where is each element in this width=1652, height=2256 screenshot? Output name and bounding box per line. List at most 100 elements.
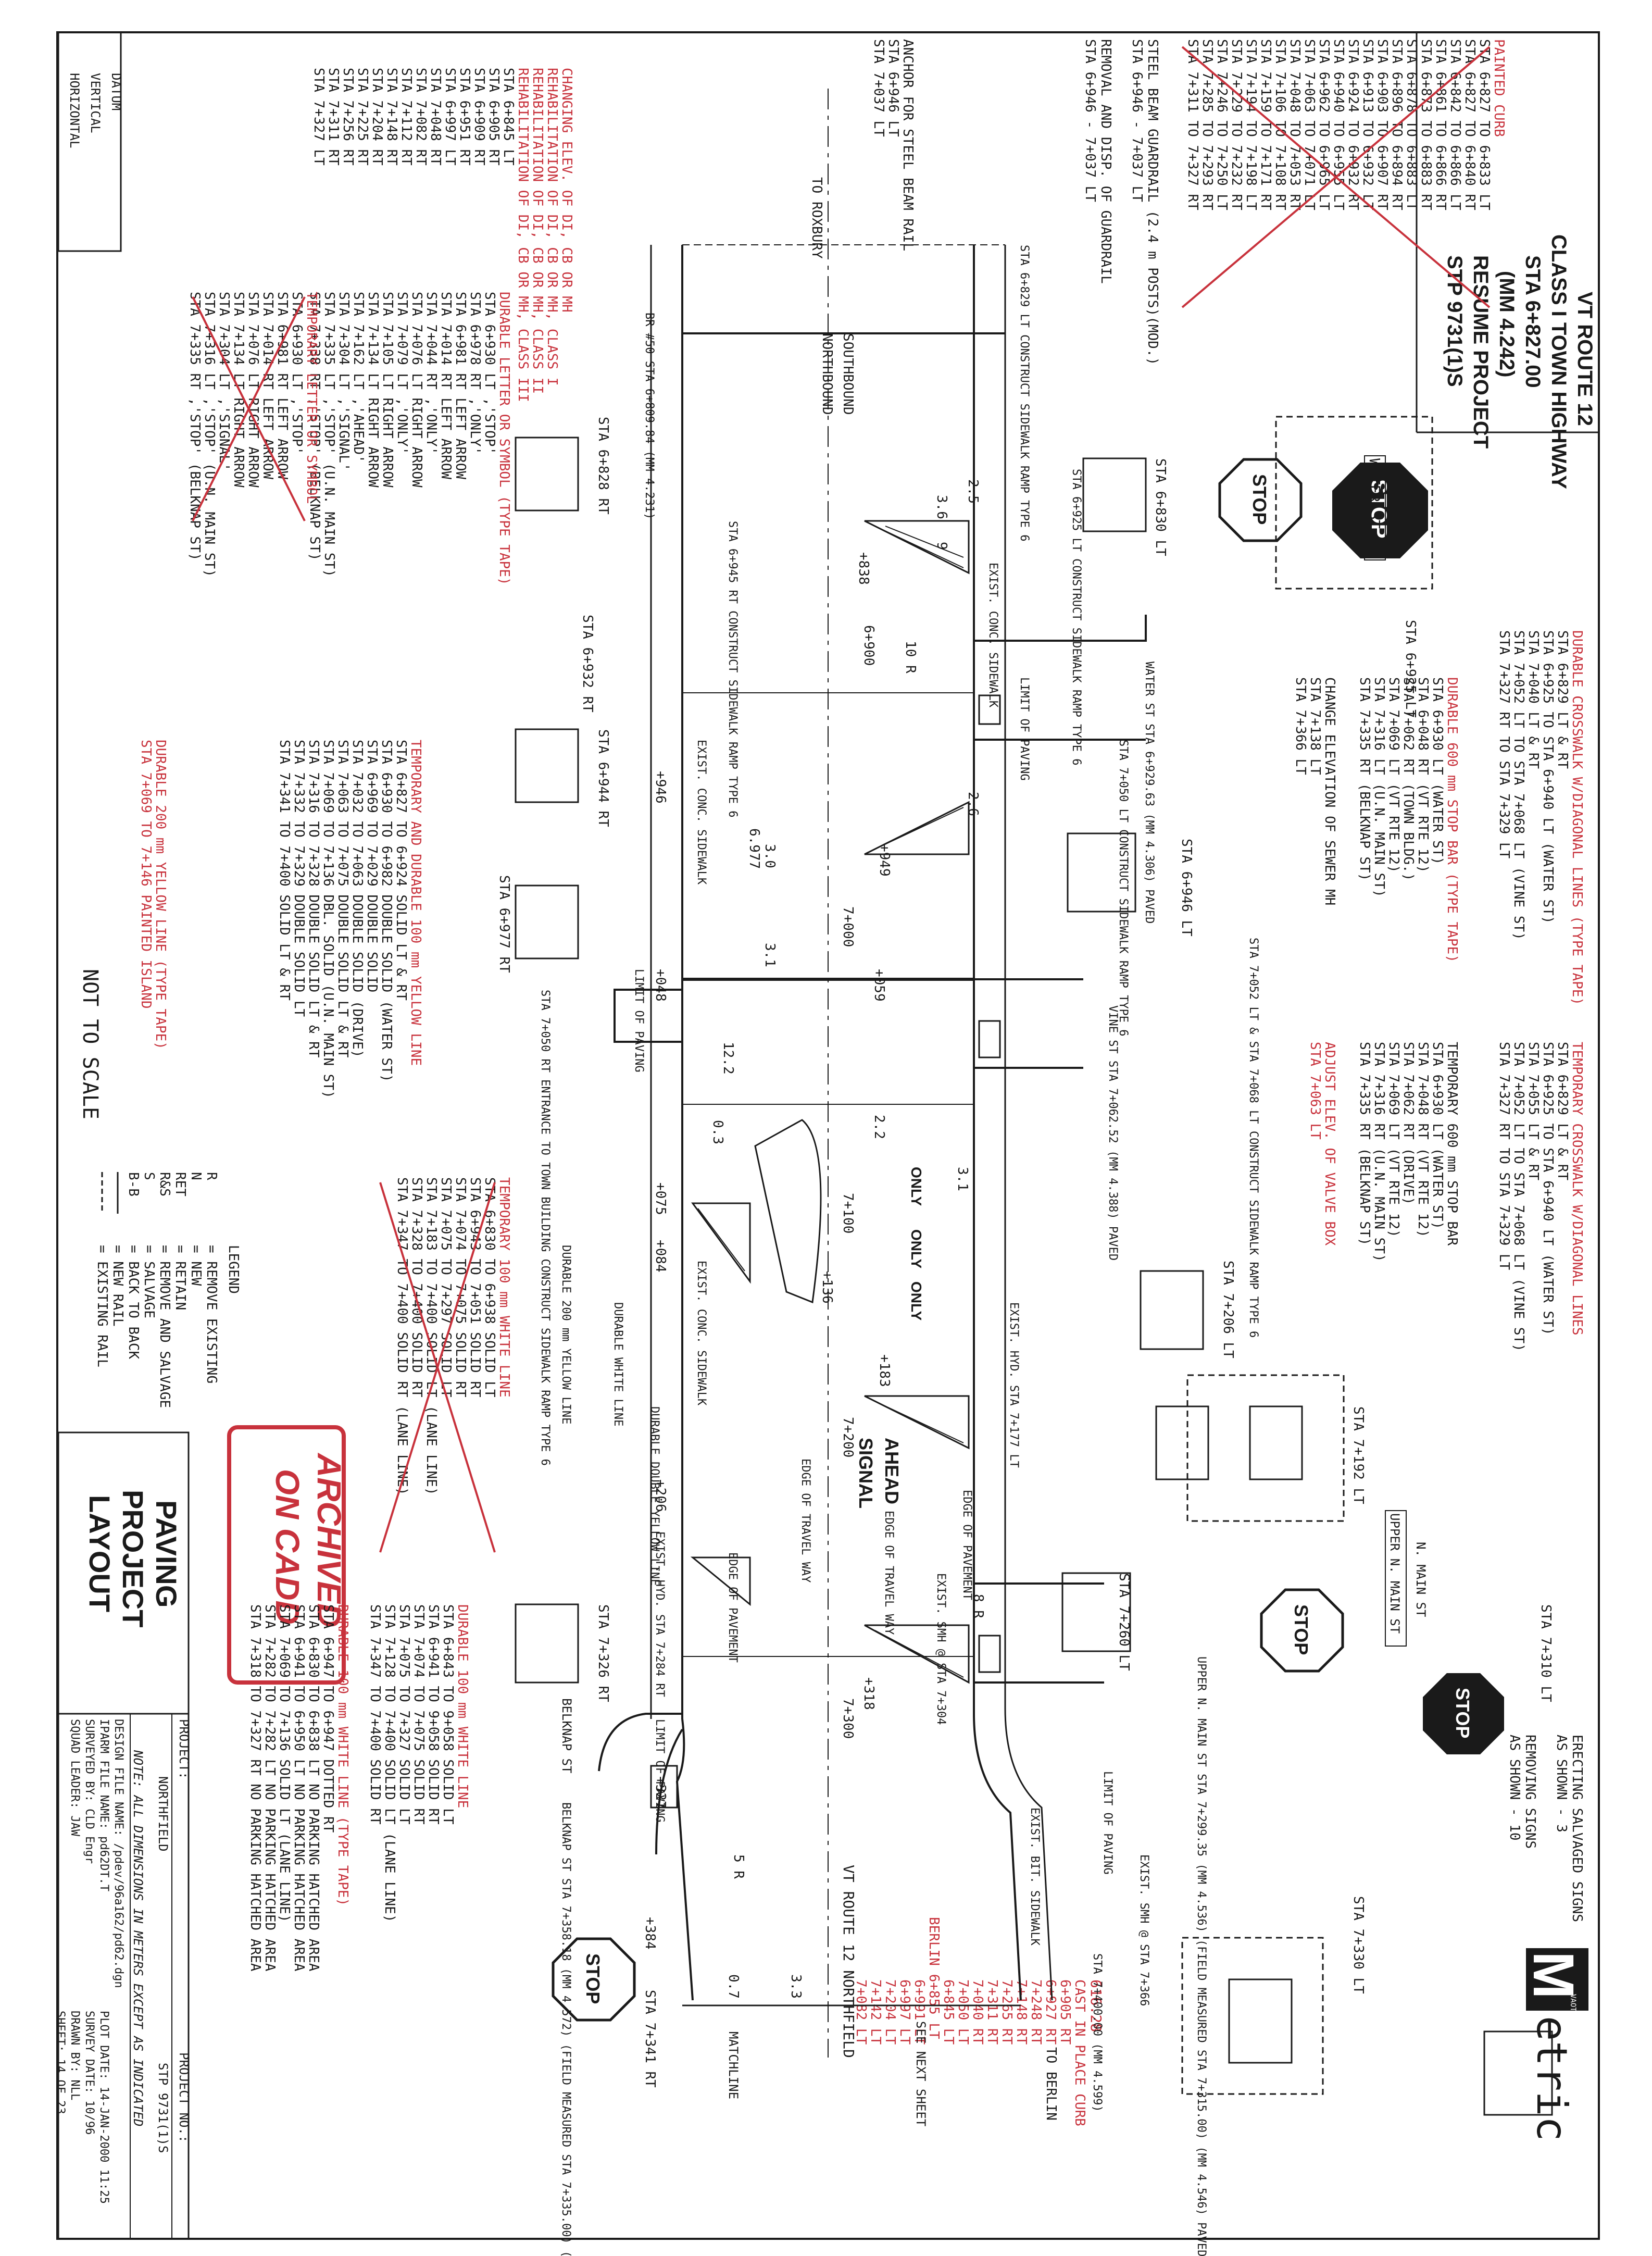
svg-text:STA 7+316 TO 7+328 DOUBLE SOLI: STA 7+316 TO 7+328 DOUBLE SOLID LT & RT bbox=[306, 740, 321, 1058]
svg-text:STA 7+206 LT: STA 7+206 LT bbox=[1220, 1261, 1236, 1358]
svg-text:+084: +084 bbox=[653, 1240, 668, 1273]
svg-text:STA 6+827 TO 6+924 SOLID LT &: STA 6+827 TO 6+924 SOLID LT & RT bbox=[393, 740, 409, 1001]
svg-text:DURABLE LETTER OR SYMBOL (TYPE: DURABLE LETTER OR SYMBOL (TYPE TAPE) bbox=[496, 292, 512, 585]
svg-text:STA 7+048 RT: STA 7+048 RT bbox=[428, 68, 443, 166]
svg-text:STA 7+052 LT & STA 7+068 LT CO: STA 7+052 LT & STA 7+068 LT CONSTRUCT SI… bbox=[1247, 938, 1260, 1338]
svg-text:EDGE OF TRAVEL WAY: EDGE OF TRAVEL WAY bbox=[799, 1459, 812, 1582]
svg-text:B-B: B-B bbox=[126, 1172, 141, 1196]
svg-text:STA 6+962 TO 6+965 LT: STA 6+962 TO 6+965 LT bbox=[1316, 39, 1332, 210]
svg-text:STA 7+316 RT (U.N. MAIN ST): STA 7+316 RT (U.N. MAIN ST) bbox=[1371, 1042, 1387, 1262]
list-durable-crosswalk: DURABLE CROSSWALK W/DIAGONAL LINES (TYPE… bbox=[1496, 630, 1585, 1005]
svg-text:STA 7+204 RT: STA 7+204 RT bbox=[369, 68, 385, 166]
svg-text:= REMOVE EXISTING: = REMOVE EXISTING bbox=[204, 1245, 219, 1383]
svg-text:STA 6+951 RT: STA 6+951 RT bbox=[457, 68, 472, 166]
svg-text:REMOVING SIGNS: REMOVING SIGNS bbox=[1522, 1735, 1538, 1849]
svg-text:STA 7+246 TO 7+250 LT: STA 7+246 TO 7+250 LT bbox=[1214, 39, 1230, 210]
svg-text:+949: +949 bbox=[877, 844, 892, 877]
svg-text:STA 6+981 RT LEFT ARROW: STA 6+981 RT LEFT ARROW bbox=[274, 292, 290, 479]
svg-text:STA 7+148 RT: STA 7+148 RT bbox=[384, 68, 399, 166]
svg-text:STA 6+941 TO 6+950 LT NO PARKI: STA 6+941 TO 6+950 LT NO PARKING HATCHED… bbox=[291, 1604, 307, 1972]
svg-text:IPARM FILE NAME: pd62DT.T: IPARM FILE NAME: pd62DT.T bbox=[97, 1719, 110, 1891]
svg-text:8 R: 8 R bbox=[970, 1594, 986, 1618]
svg-text:STA 7+327 RT TO STA 7+329 LT: STA 7+327 RT TO STA 7+329 LT bbox=[1496, 630, 1512, 859]
svg-text:DURABLE 200 mm YELLOW LINE (TY: DURABLE 200 mm YELLOW LINE (TYPE TAPE) bbox=[153, 740, 168, 1050]
painted-curb-title: PAINTED CURB bbox=[1491, 39, 1507, 137]
svg-text:STA 6+830 TO 6+938 SOLID LT: STA 6+830 TO 6+938 SOLID LT bbox=[482, 1177, 497, 1398]
svg-text:STA 6+913 TO 6+932 LT: STA 6+913 TO 6+932 LT bbox=[1360, 39, 1375, 210]
svg-text:STA 7+335 RT (BELKNAP ST): STA 7+335 RT (BELKNAP ST) bbox=[1357, 1042, 1372, 1245]
svg-text:STA 6+969 TO 7+029 DOUBLE SOLI: STA 6+969 TO 7+029 DOUBLE SOLID bbox=[364, 740, 380, 992]
svg-text:STA 7+328 TO 7+400 SOLID RT: STA 7+328 TO 7+400 SOLID RT bbox=[409, 1177, 424, 1398]
svg-text:CHANGE ELEVATION OF SEWER MH: CHANGE ELEVATION OF SEWER MH bbox=[1322, 677, 1337, 905]
svg-text:STA 7+014 RT LEFT ARROW: STA 7+014 RT LEFT ARROW bbox=[438, 292, 454, 479]
svg-text:STA 7+074 TO 7+075 SOLID RT: STA 7+074 TO 7+075 SOLID RT bbox=[411, 1604, 427, 1825]
svg-text:2.2: 2.2 bbox=[871, 1115, 887, 1139]
svg-text:STA 7+304 LT ,'SIGNAL': STA 7+304 LT ,'SIGNAL' bbox=[216, 292, 232, 471]
svg-text:REMOVAL AND DISP. OF GUARDRAIL: REMOVAL AND DISP. OF GUARDRAIL bbox=[1098, 39, 1113, 284]
svg-text:STA 7+330 LT: STA 7+330 LT bbox=[1350, 1896, 1366, 1994]
logo-mark: M bbox=[1521, 1951, 1585, 1999]
svg-text:STA 6+977 RT: STA 6+977 RT bbox=[496, 875, 512, 973]
svg-text:STA 6+925 LT CONSTRUCT SIDEWAL: STA 6+925 LT CONSTRUCT SIDEWALK RAMP TYP… bbox=[1070, 469, 1083, 766]
svg-text:STA 6+947 TO 6+947 DOTTED RT: STA 6+947 TO 6+947 DOTTED RT bbox=[320, 1604, 336, 1833]
title-block: VT ROUTE 12 CLASS I TOWN HIGHWAY STA 6+8… bbox=[1443, 234, 1596, 489]
svg-text:STA 7+063 TO 7+071 LT: STA 7+063 TO 7+071 LT bbox=[1301, 39, 1317, 210]
svg-text:STA 7+316 LT (U.N. MAIN ST): STA 7+316 LT (U.N. MAIN ST) bbox=[1371, 677, 1387, 898]
svg-text:3.1: 3.1 bbox=[762, 943, 778, 967]
svg-text:6.977: 6.977 bbox=[746, 828, 762, 869]
water-st-edge-a bbox=[974, 615, 1147, 642]
svg-text:6+997 LT: 6+997 LT bbox=[897, 1979, 912, 2045]
svg-text:STA 7+316 LT ,'STOP' (U.N. MAI: STA 7+316 LT ,'STOP' (U.N. MAIN ST) bbox=[202, 292, 217, 577]
svg-text:STA 7+347 TO 7+400 SOLID RT (L: STA 7+347 TO 7+400 SOLID RT (LANE LINE) bbox=[394, 1177, 410, 1495]
crosswalk-hatch bbox=[690, 520, 970, 1684]
sign-boxes bbox=[515, 416, 1553, 2116]
svg-text:7+040 RT: 7+040 RT bbox=[970, 1979, 985, 2045]
svg-text:STA 6+978 RT ,'ONLY': STA 6+978 RT ,'ONLY' bbox=[467, 292, 483, 455]
svg-text:12.2: 12.2 bbox=[720, 1042, 736, 1075]
svg-text:EXIST. CONC. SIDEWALK: EXIST. CONC. SIDEWALK bbox=[695, 740, 708, 885]
see-next-sheet: SEE NEXT SHEET bbox=[913, 2021, 928, 2126]
svg-text:STA 7+063 TO 7+075 DOUBLE SOLI: STA 7+063 TO 7+075 DOUBLE SOLID LT & RT bbox=[335, 740, 351, 1058]
svg-text:STA 7+304 LT ,'SIGNAL': STA 7+304 LT ,'SIGNAL' bbox=[336, 292, 352, 471]
matchline-label: MATCHLINE bbox=[726, 2031, 741, 2099]
street-label-belknap: BELKNAP ST bbox=[559, 1698, 574, 1774]
svg-text:TEMPORARY CROSSWALK W/DIAGONAL: TEMPORARY CROSSWALK W/DIAGONAL LINES bbox=[1569, 1042, 1585, 1336]
title-class: CLASS I TOWN HIGHWAY bbox=[1547, 234, 1570, 489]
svg-text:STA 6+878 TO 6+883 LT: STA 6+878 TO 6+883 LT bbox=[1404, 39, 1419, 210]
svg-text:STA 7+032 TO 7+063 DOUBLE SOLI: STA 7+032 TO 7+063 DOUBLE SOLID (DRIVE) bbox=[349, 740, 365, 1057]
list-temp-durable-yellow: TEMPORARY AND DURABLE 100 mm YELLOW LINE… bbox=[277, 740, 423, 1099]
svg-text:AS SHOWN - 10: AS SHOWN - 10 bbox=[1507, 1735, 1522, 1841]
svg-text:STA 7+162 LT ,'AHEAD': STA 7+162 LT ,'AHEAD' bbox=[351, 292, 366, 463]
svg-text:2.6: 2.6 bbox=[965, 792, 981, 816]
svg-text:STA 7+105 LT RIGHT ARROW: STA 7+105 LT RIGHT ARROW bbox=[380, 292, 395, 488]
svg-text:BR #50 STA 6+809.84 (MM 4.231): BR #50 STA 6+809.84 (MM 4.231) bbox=[643, 313, 656, 519]
svg-text:DURABLE 100 mm WHITE LINE (TYP: DURABLE 100 mm WHITE LINE (TYPE TAPE) bbox=[335, 1604, 351, 1906]
svg-text:3.6: 3.6 bbox=[934, 495, 949, 519]
roadway-plan bbox=[598, 89, 1147, 2058]
svg-text:STA 7+229 TO 7+232 RT: STA 7+229 TO 7+232 RT bbox=[1229, 39, 1244, 210]
svg-text:AS SHOWN - 3: AS SHOWN - 3 bbox=[1554, 1735, 1569, 1833]
svg-text:STA 7+040 LT & RT: STA 7+040 LT & RT bbox=[1525, 630, 1541, 769]
svg-text:STA 7+282 TO 7+282 LT NO PARKI: STA 7+282 TO 7+282 LT NO PARKING HATCHED… bbox=[262, 1604, 278, 1972]
svg-text:RET: RET bbox=[172, 1172, 188, 1196]
svg-text:DRAWN BY: NLL: DRAWN BY: NLL bbox=[68, 2011, 81, 2100]
svg-text:7+204 LT: 7+204 LT bbox=[882, 1979, 898, 2045]
svg-text:10 R: 10 R bbox=[903, 641, 918, 674]
svg-text:= EXISTING RAIL: = EXISTING RAIL bbox=[94, 1245, 110, 1367]
list-anchor: ANCHOR FOR STEEL BEAM RAIL STA 6+946 LT … bbox=[871, 39, 916, 251]
svg-text:STA 7+366 LT: STA 7+366 LT bbox=[1293, 677, 1308, 775]
street-label-upper-n-main: UPPER N. MAIN ST bbox=[1387, 1513, 1402, 1634]
svg-text:5 R: 5 R bbox=[731, 1854, 746, 1879]
svg-text:EXIST. HYD. STA 7+177 LT: EXIST. HYD. STA 7+177 LT bbox=[1007, 1302, 1020, 1468]
svg-text:STA 6+940 TO 6+955 LT: STA 6+940 TO 6+955 LT bbox=[1331, 39, 1346, 210]
svg-text:= RETAIN: = RETAIN bbox=[172, 1245, 188, 1310]
svg-text:+059: +059 bbox=[871, 969, 887, 1002]
stop-sign-belknap: STOP bbox=[552, 1937, 636, 2022]
project-info-box bbox=[57, 1713, 190, 2240]
svg-text:ANCHOR FOR STEEL BEAM RAIL: ANCHOR FOR STEEL BEAM RAIL bbox=[900, 39, 916, 251]
svg-text:STA 7+194 TO 7+198 LT: STA 7+194 TO 7+198 LT bbox=[1243, 39, 1259, 210]
svg-text:N: N bbox=[188, 1172, 204, 1180]
list-change-sewer: CHANGE ELEVATION OF SEWER MH STA 7+138 L… bbox=[1293, 677, 1337, 905]
svg-text:6+900: 6+900 bbox=[861, 625, 877, 666]
svg-text:STA 6+048 RT (VT RTE 12): STA 6+048 RT (VT RTE 12) bbox=[1415, 677, 1431, 873]
